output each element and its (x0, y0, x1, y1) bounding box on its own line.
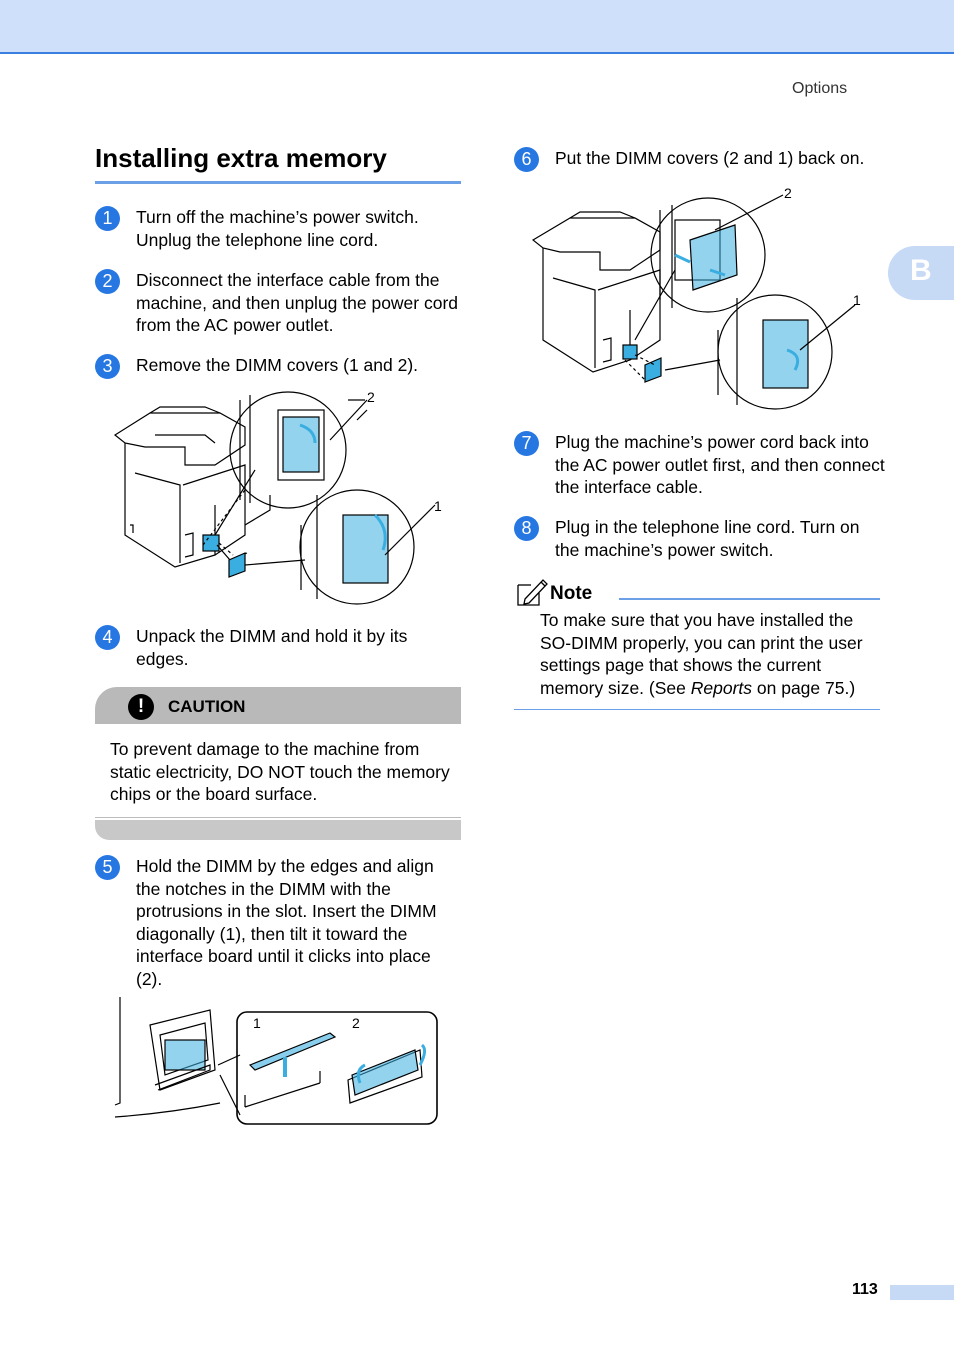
step-number-badge: 5 (95, 855, 120, 880)
step-text: Disconnect the interface cable from the … (136, 270, 459, 335)
note-underline (619, 598, 880, 600)
exclamation-icon: ! (128, 694, 154, 720)
step-number-badge: 4 (95, 625, 120, 650)
note-text-part: To make sure that you have installed the… (540, 610, 863, 698)
step-number-badge: 6 (514, 147, 539, 172)
step-text: Plug the machine’s power cord back into … (555, 432, 885, 497)
callout-2: 2 (352, 1015, 360, 1031)
page-number-tab (890, 1285, 954, 1300)
chapter-tab: B (888, 246, 954, 300)
callout-2: 2 (367, 389, 375, 405)
step-text: Plug in the telephone line cord. Turn on… (555, 517, 860, 560)
step-number-badge: 7 (514, 431, 539, 456)
step-number-badge: 8 (514, 516, 539, 541)
page-title: Installing extra memory (95, 143, 387, 173)
callout-2: 2 (784, 185, 792, 201)
step-text: Turn off the machine’s power switch. Unp… (136, 207, 419, 250)
insert-dimm-illustration: 1 2 (114, 997, 438, 1125)
top-header-bar (0, 0, 954, 54)
caution-text: To prevent damage to the machine from st… (110, 739, 450, 804)
step-text: Hold the DIMM by the edges and align the… (136, 856, 437, 989)
step-number-badge: 1 (95, 206, 120, 231)
caution-footer (95, 820, 461, 840)
note-text: To make sure that you have installed the… (540, 609, 885, 699)
callout-1: 1 (434, 498, 442, 514)
note-text-part: on page 75.) (752, 677, 856, 698)
step-number-badge: 2 (95, 269, 120, 294)
remove-dimm-covers-illustration: 2 1 (113, 389, 442, 605)
note-label: Note (550, 583, 593, 604)
step-number-badge: 3 (95, 354, 120, 379)
step-text: Unpack the DIMM and hold it by its edges… (136, 626, 408, 669)
chapter-tab-letter: B (910, 254, 932, 287)
page-number: 113 (852, 1281, 878, 1298)
pencil-note-icon (517, 579, 548, 606)
replace-dimm-covers-illustration: 2 1 (531, 185, 861, 410)
callout-1: 1 (253, 1015, 261, 1031)
note-bottom-rule (514, 709, 880, 710)
caution-label: CAUTION (168, 697, 246, 716)
note-link-reports: Reports (690, 677, 753, 698)
section-header: Options (792, 80, 848, 97)
step-text: Put the DIMM covers (2 and 1) back on. (555, 148, 865, 168)
step-text: Remove the DIMM covers (1 and 2). (136, 355, 419, 375)
title-underline (95, 181, 461, 184)
caution-header: ! CAUTION (95, 687, 461, 724)
callout-1: 1 (853, 292, 861, 308)
caution-divider (95, 817, 461, 818)
